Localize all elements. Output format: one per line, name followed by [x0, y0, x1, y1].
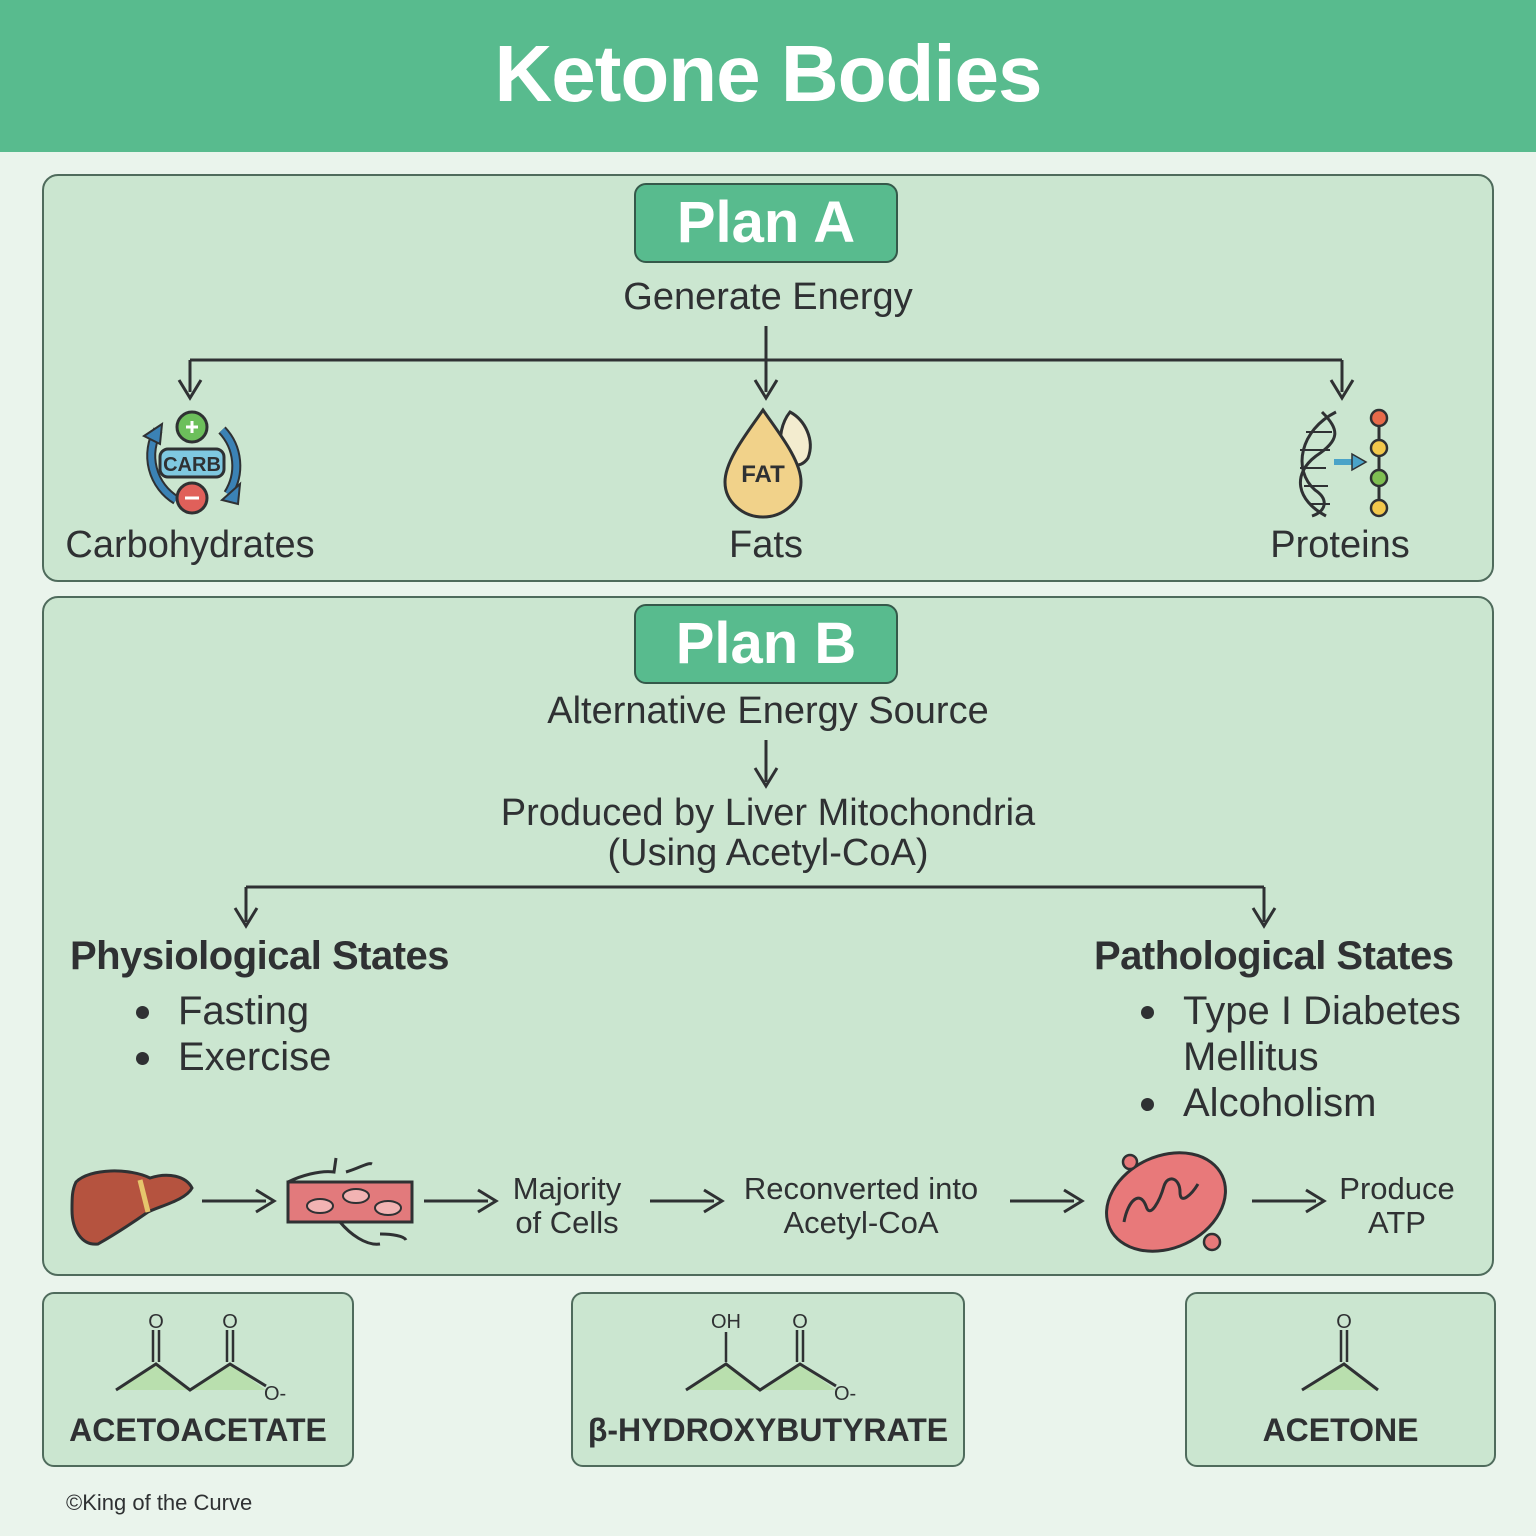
- plan-a-subtitle: Generate Energy: [623, 276, 913, 318]
- physiological-item: Exercise: [130, 1034, 530, 1080]
- page-title: Ketone Bodies: [494, 29, 1042, 118]
- produced-using-line: (Using Acetyl-CoA): [607, 832, 929, 874]
- physiological-states-title: Physiological States: [70, 934, 450, 978]
- molecule-name-acetoacetate: ACETOACETATE: [69, 1412, 327, 1448]
- molecule-box-hydroxybutyrate: [571, 1292, 965, 1467]
- physiological-states-list: Fasting Exercise: [130, 988, 530, 1080]
- atom-label: OH: [711, 1311, 741, 1333]
- atom-label: O: [148, 1311, 164, 1333]
- atom-label: O: [792, 1311, 808, 1333]
- atom-label: O: [222, 1311, 238, 1333]
- produced-by-line: Produced by Liver Mitochondria: [500, 792, 1036, 834]
- plan-b-badge: Plan B: [634, 604, 898, 684]
- flow-reconverted: Reconverted into Acetyl-CoA: [743, 1171, 979, 1240]
- acetoacetate-structure: O O O-: [115, 1311, 286, 1405]
- plan-b-panel: [42, 596, 1494, 1276]
- hydroxybutyrate-structure: OH O O-: [685, 1311, 856, 1405]
- source-label-fats: Fats: [729, 524, 803, 566]
- source-label-proteins: Proteins: [1270, 524, 1410, 566]
- atom-label: O: [1336, 1311, 1352, 1333]
- source-label-carbohydrates: Carbohydrates: [65, 524, 315, 566]
- pathological-item: Alcoholism: [1135, 1080, 1475, 1126]
- acetone-structure: O: [1301, 1311, 1379, 1392]
- pathological-states-list: Type I Diabetes Mellitus Alcoholism: [1135, 988, 1475, 1126]
- flow-produce-atp: Produce ATP: [1339, 1171, 1455, 1240]
- pathological-states-title: Pathological States: [1094, 934, 1454, 978]
- plan-b-subtitle: Alternative Energy Source: [547, 690, 989, 732]
- flow-majority-of-cells: Majority of Cells: [512, 1171, 622, 1240]
- atom-label: O-: [834, 1383, 856, 1405]
- header-bar: [0, 0, 1536, 152]
- molecule-box-acetoacetate: [42, 1292, 354, 1467]
- carb-icon-text: CARB: [163, 454, 221, 476]
- physiological-item: Fasting: [130, 988, 530, 1034]
- molecule-name-acetone: ACETONE: [1262, 1412, 1419, 1448]
- molecule-name-hydroxybutyrate: β-HYDROXYBUTYRATE: [587, 1412, 949, 1448]
- atom-label: O-: [264, 1383, 286, 1405]
- fat-icon-text: FAT: [741, 461, 785, 488]
- plan-a-badge: Plan A: [634, 183, 898, 263]
- copyright-text: ©King of the Curve: [66, 1490, 253, 1515]
- pathological-item: Type I Diabetes Mellitus: [1135, 988, 1475, 1080]
